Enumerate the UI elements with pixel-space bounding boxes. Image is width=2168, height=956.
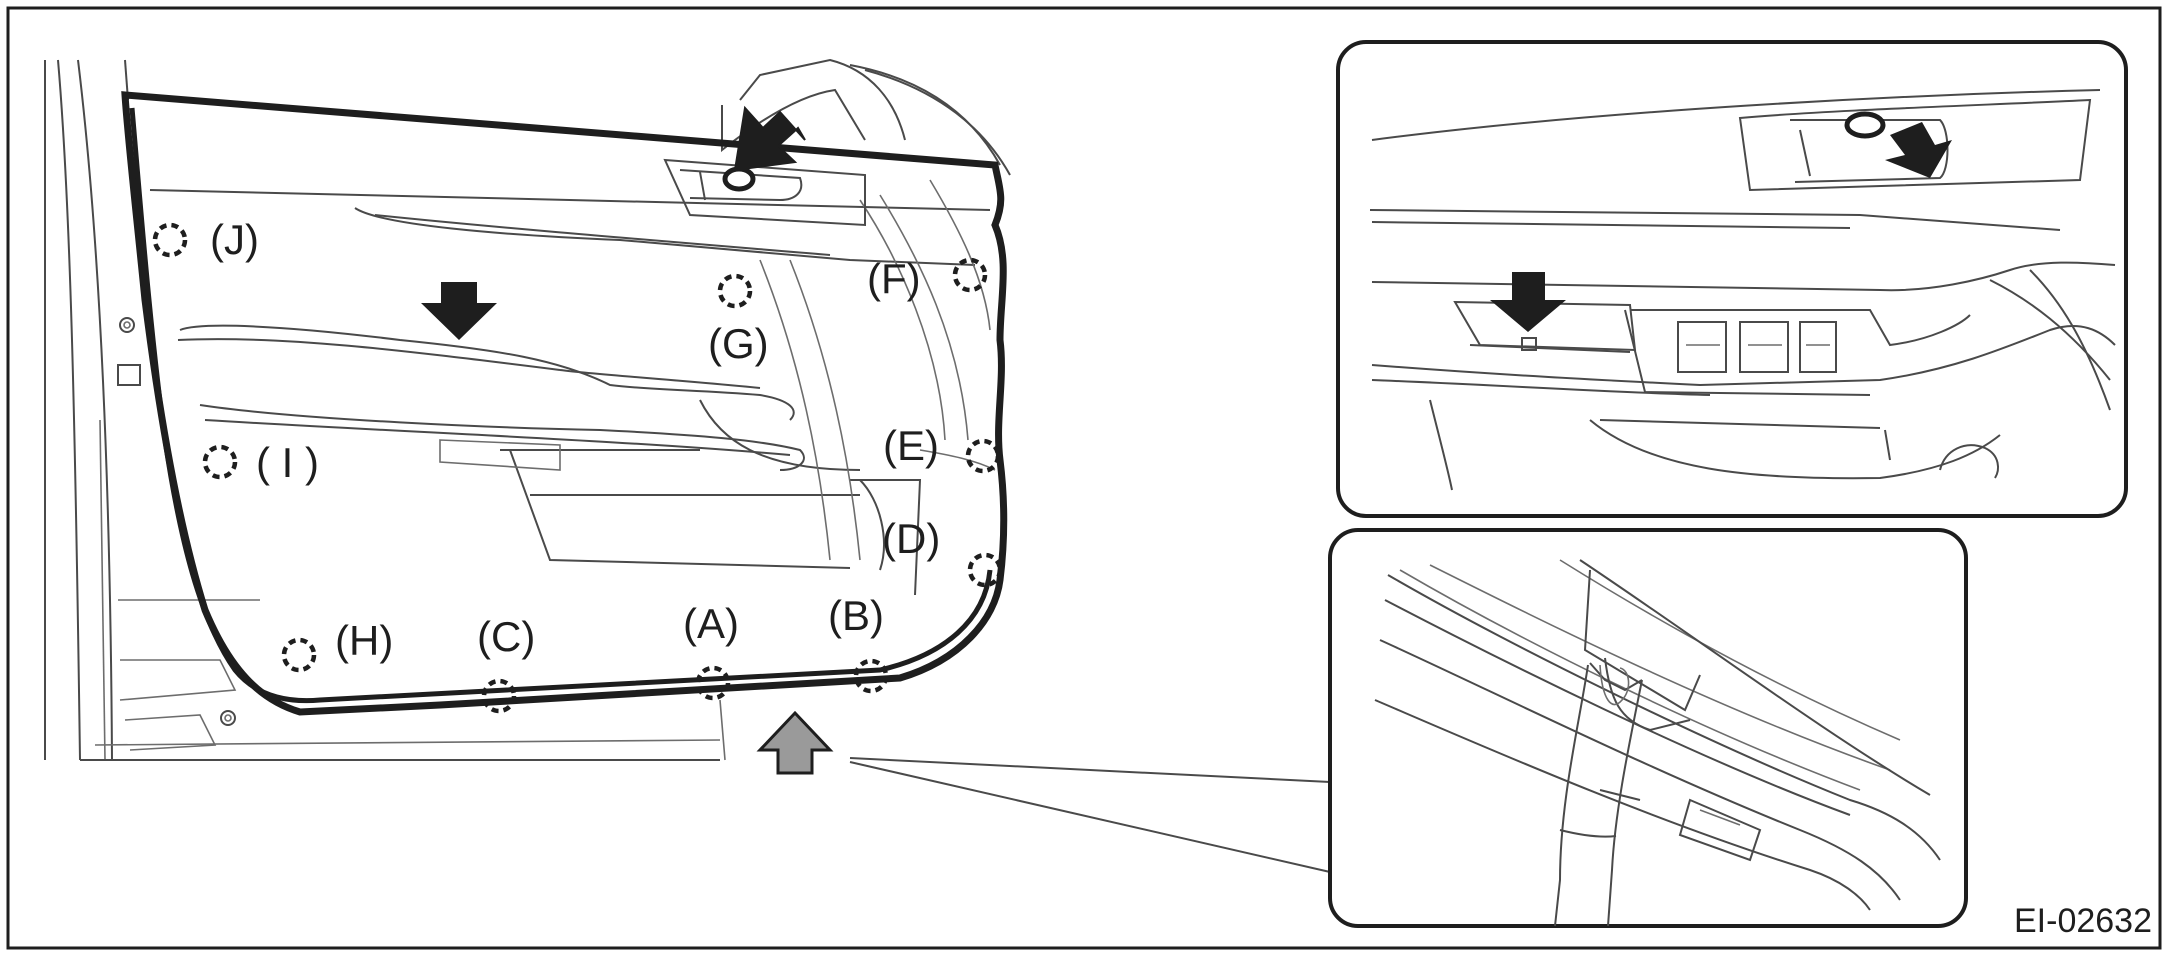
clip-marker-icon [202, 444, 238, 480]
clip-label-g: (G) [708, 320, 769, 367]
clip-marker-icon [152, 222, 188, 258]
clip-label-d: (D) [882, 515, 940, 562]
clip-label-e: (E) [883, 422, 939, 469]
clip-marker-icon [853, 658, 889, 694]
press-arrow-icon [1885, 122, 1952, 178]
clip-marker-icon [695, 665, 731, 701]
clip-marker-icon [717, 273, 753, 309]
push-up-arrow-icon [756, 710, 834, 775]
press-arrow-icon [421, 282, 497, 340]
callout-line [849, 757, 1331, 783]
clip-label-h: (H) [335, 617, 393, 664]
clip-marker-icon [281, 637, 317, 673]
detail-clip-remover-view [1328, 528, 1968, 928]
press-arrow-icon [1490, 272, 1566, 332]
clip-label-i: ( I ) [256, 439, 319, 486]
clip-marker-icon [965, 438, 1001, 474]
handle-screw-cover [722, 166, 756, 192]
clip-marker-icon [481, 678, 517, 714]
clip-label-a: (A) [683, 600, 739, 647]
callout-line [849, 761, 1331, 873]
figure-code: EI-02632 [2014, 902, 2152, 940]
outer-frame [6, 6, 2162, 950]
detail-armrest-view [1336, 40, 2128, 518]
clip-label-b: (B) [828, 592, 884, 639]
clip-marker-icon [967, 552, 1003, 588]
press-arrow-icon [733, 105, 806, 172]
clip-label-c: (C) [477, 613, 535, 660]
door-main-view [44, 58, 1011, 761]
clip-label-f: (F) [867, 255, 921, 302]
clip-label-j: (J) [210, 216, 259, 263]
clip-marker-icon [952, 257, 988, 293]
